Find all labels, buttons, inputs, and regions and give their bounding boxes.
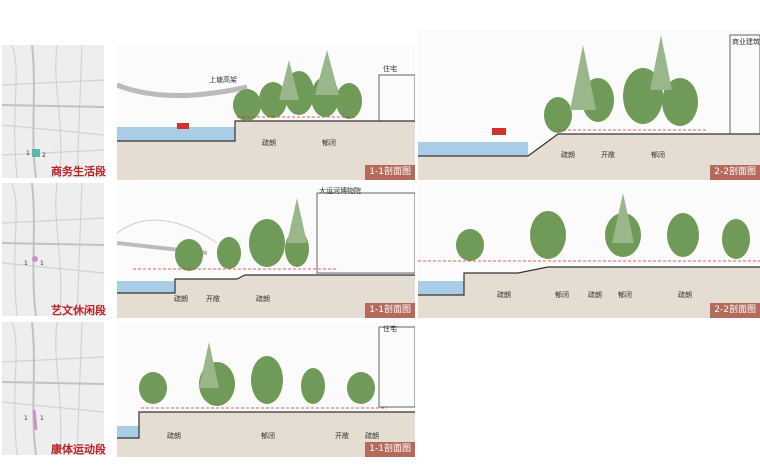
svg-text:1: 1 bbox=[24, 260, 28, 267]
zone-label: 郁闭 bbox=[555, 291, 569, 299]
zone-label: 疏朗 bbox=[561, 151, 575, 159]
segment-label-arts: 艺文休闲段 bbox=[51, 304, 106, 317]
label-grand-canal-museum: 大运河博物院 bbox=[319, 187, 361, 195]
section-badge: 1-1剖面图 bbox=[365, 442, 415, 457]
svg-text:1: 1 bbox=[26, 150, 30, 157]
segment-label-sports: 康体运动段 bbox=[51, 443, 106, 456]
zone-label: 郁闭 bbox=[322, 139, 336, 147]
section-badge: 2-2剖面图 bbox=[710, 303, 760, 318]
zone-label: 郁闭 bbox=[651, 151, 665, 159]
label-residence: 住宅 bbox=[383, 65, 397, 73]
label-commercial-building: 商业建筑 bbox=[732, 38, 760, 46]
svg-text:1: 1 bbox=[40, 260, 44, 267]
section-1-1-arts: 大运河博物院 疏朗 开敞 疏朗 1-1剖面图 bbox=[117, 183, 415, 318]
section-badge: 2-2剖面图 bbox=[710, 165, 760, 180]
zone-label: 郁闭 bbox=[261, 432, 275, 440]
label-residence: 住宅 bbox=[383, 325, 397, 333]
zone-label: 疏朗 bbox=[262, 139, 276, 147]
svg-text:1: 1 bbox=[24, 415, 28, 422]
zone-label: 疏朗 bbox=[167, 432, 181, 440]
zone-label: 开敞 bbox=[335, 432, 349, 440]
section-2-2-arts: 疏朗 郁闭 疏朗 郁闭 疏朗 2-2剖面图 bbox=[418, 183, 760, 318]
section-badge: 1-1剖面图 bbox=[365, 303, 415, 318]
svg-text:1: 1 bbox=[40, 415, 44, 422]
svg-text:2: 2 bbox=[42, 152, 46, 159]
zone-label: 疏朗 bbox=[174, 295, 188, 303]
section-2-2-business: 商业建筑 疏朗 开敞 郁闭 2-2剖面图 bbox=[418, 30, 760, 180]
section-1-1-business: 上塘高架 住宅 疏朗 郁闭 1-1剖面图 bbox=[117, 45, 415, 180]
section-1-1-sports: 住宅 疏朗 郁闭 开敞 疏朗 1-1剖面图 bbox=[117, 322, 415, 457]
zone-label: 开敞 bbox=[601, 151, 615, 159]
zone-label: 郁闭 bbox=[618, 291, 632, 299]
zone-label: 疏朗 bbox=[497, 291, 511, 299]
segment-label-business: 商务生活段 bbox=[51, 165, 106, 178]
zone-label: 疏朗 bbox=[365, 432, 379, 440]
zone-label: 疏朗 bbox=[678, 291, 692, 299]
section-badge: 1-1剖面图 bbox=[365, 165, 415, 180]
label-shangtang-viaduct: 上塘高架 bbox=[209, 76, 237, 84]
zone-label: 疏朗 bbox=[256, 295, 270, 303]
zone-label: 开敞 bbox=[206, 295, 220, 303]
zone-label: 疏朗 bbox=[588, 291, 602, 299]
